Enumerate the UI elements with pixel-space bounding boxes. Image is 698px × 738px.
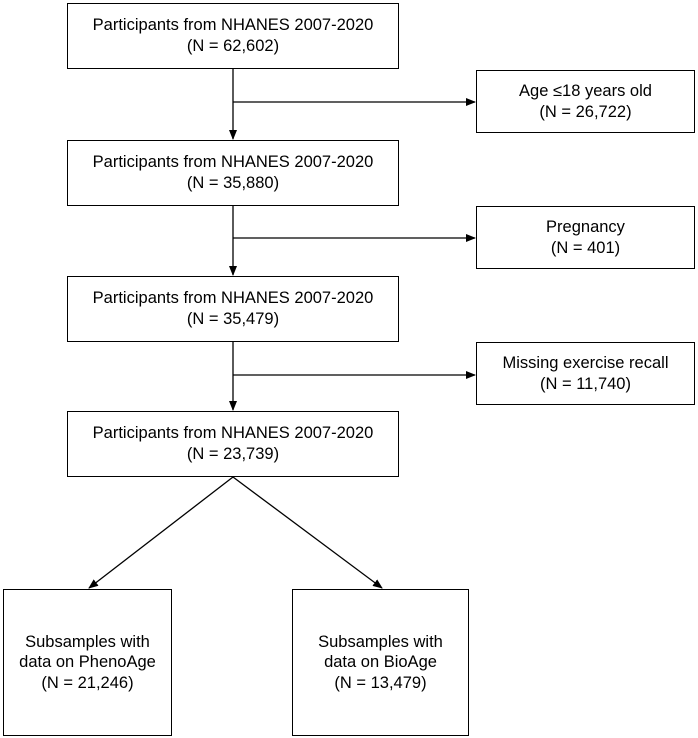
exclusion-pregnancy-label: Pregnancy bbox=[546, 217, 625, 236]
exclusion-age-count: (N = 26,722) bbox=[539, 102, 632, 121]
subsample-bioage-line1: Subsamples with bbox=[318, 632, 443, 651]
subsample-bioage-line2: data on BioAge bbox=[324, 653, 437, 672]
arrow-to-subsample-bioage bbox=[232, 476, 383, 589]
step-box-2-count: (N = 35,880) bbox=[186, 174, 280, 192]
exclusion-exercise-count: (N = 11,740) bbox=[540, 374, 631, 393]
step-box-2: Participants from NHANES 2007-2020 (N = … bbox=[67, 140, 399, 206]
exclusion-exercise-label: Missing exercise recall bbox=[502, 353, 669, 372]
step-box-3-label: Participants from NHANES 2007-2020 bbox=[92, 289, 374, 308]
step-box-1-count: (N = 62,602) bbox=[186, 37, 280, 55]
exclusion-box-pregnancy: Pregnancy (N = 401) bbox=[476, 206, 695, 269]
subsample-phenoage-count: (N = 21,246) bbox=[41, 673, 134, 692]
step-box-2-label: Participants from NHANES 2007-2020 bbox=[92, 153, 374, 172]
step-box-4-count: (N = 23,739) bbox=[186, 445, 280, 463]
step-box-1-label: Participants from NHANES 2007-2020 bbox=[92, 16, 374, 35]
subsample-box-phenoage: Subsamples with data on PhenoAge (N = 21… bbox=[3, 589, 172, 736]
subsample-bioage-count: (N = 13,479) bbox=[334, 673, 427, 692]
arrow-to-subsample-phenoage bbox=[88, 476, 234, 589]
exclusion-box-exercise: Missing exercise recall (N = 11,740) bbox=[476, 342, 695, 405]
exclusion-box-age: Age ≤18 years old (N = 26,722) bbox=[476, 70, 695, 133]
step-box-3-count: (N = 35,479) bbox=[186, 310, 280, 328]
step-box-4-label: Participants from NHANES 2007-2020 bbox=[92, 424, 374, 443]
step-box-1: Participants from NHANES 2007-2020 (N = … bbox=[67, 3, 399, 69]
subsample-box-bioage: Subsamples with data on BioAge (N = 13,4… bbox=[292, 589, 469, 736]
step-box-4: Participants from NHANES 2007-2020 (N = … bbox=[67, 411, 399, 477]
exclusion-age-label: Age ≤18 years old bbox=[519, 81, 652, 100]
exclusion-pregnancy-count: (N = 401) bbox=[550, 238, 621, 257]
subsample-phenoage-line1: Subsamples with bbox=[25, 632, 150, 651]
subsample-phenoage-line2: data on PhenoAge bbox=[19, 653, 156, 672]
step-box-3: Participants from NHANES 2007-2020 (N = … bbox=[67, 276, 399, 342]
